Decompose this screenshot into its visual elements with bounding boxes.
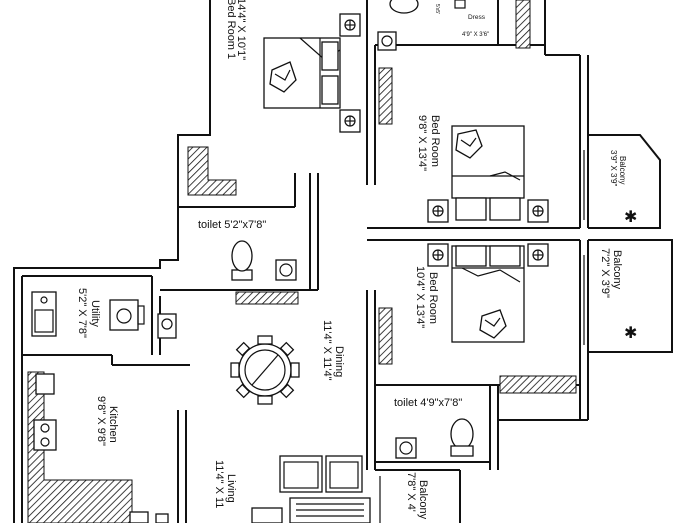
floor-drain-icon [377, 31, 397, 51]
counter-item [129, 511, 149, 523]
room-size: 7'8" X 4' [405, 472, 417, 512]
balcony-1: Balcony 3'9" X 3'9" ✱ [609, 150, 637, 226]
room-name: Living [225, 474, 237, 503]
coffee-table-icon [289, 497, 371, 523]
bed-room-1: Bed Room 1 14'4" X 10'1" [225, 0, 361, 133]
dim-note: 5'x5' [434, 4, 440, 14]
room-name: Kitchen [107, 406, 119, 443]
toilet-icon [389, 0, 419, 14]
room-name: Bed Room 1 [225, 0, 237, 59]
room-size: 11'4" X 11'4" [321, 320, 333, 381]
nightstand-icon [427, 199, 449, 223]
bed-icon [451, 125, 525, 221]
dress-shelf [454, 0, 466, 9]
room-size: 9'8" X 9'8" [95, 396, 107, 446]
toilet-2: toilet 4'9"x7'8" [394, 397, 474, 459]
toilet-icon [450, 418, 474, 457]
hatched-walls [27, 0, 577, 523]
room-size: 10'4" X 13'4" [414, 266, 426, 328]
room-name: Balcony [618, 156, 627, 184]
walls [13, 0, 673, 523]
room-name: Bed Room [427, 272, 439, 324]
nightstand-icon [339, 13, 361, 37]
armchair-icon [251, 507, 283, 523]
bed-icon [263, 37, 341, 109]
counter-item [155, 513, 169, 523]
room-size: 4'9" X 3'6" [462, 32, 489, 38]
room-name: Utility [89, 300, 101, 327]
washing-machine-icon [109, 299, 145, 331]
nightstand-icon [527, 199, 549, 223]
room-size: 5'2" X 7'8" [76, 288, 88, 338]
bed-icon [451, 245, 525, 343]
room-size: 7'2" X 3'9" [599, 248, 611, 298]
room-size: 3'9" X 3'9" [609, 150, 618, 186]
sofa-icon [279, 455, 363, 493]
room-size: 14'4" X 10'1" [235, 0, 247, 60]
room-name: Dress [468, 14, 486, 21]
nightstand-icon [427, 243, 449, 267]
kitchen: Kitchen 9'8" X 9'8" [33, 373, 169, 523]
living: Living 11'4" X 11 [213, 455, 371, 523]
stove-icon [33, 419, 57, 451]
floor-drain-icon [157, 313, 177, 339]
room-size: 9'8" X 13'4" [416, 115, 428, 171]
dining-table-icon [230, 335, 300, 405]
room-size: 11'4" X 11 [213, 460, 225, 508]
floor-drain-icon [275, 259, 297, 281]
room-name: Dining [333, 346, 345, 377]
room-label: toilet 5'2"x7'8" [198, 219, 266, 231]
fridge-icon [35, 373, 55, 395]
plant-icon: ✱ [624, 209, 637, 226]
nightstand-icon [339, 109, 361, 133]
utility: Utility 5'2" X 7'8" [31, 288, 145, 338]
room-label: toilet 4'9"x7'8" [394, 397, 462, 409]
room-name: Bed Room [429, 115, 441, 167]
bed-room-3: Bed Room 10'4" X 13'4" [414, 243, 549, 343]
plant-icon: ✱ [624, 325, 637, 342]
bed-room-2: Bed Room 9'8" X 13'4" [416, 115, 549, 223]
floor-drain-icon [395, 437, 417, 459]
balcony-2: Balcony 7'2" X 3'9" ✱ [599, 248, 637, 342]
nightstand-icon [527, 243, 549, 267]
toilet-1: toilet 5'2"x7'8" [198, 219, 297, 281]
dress-area: Dress 4'9" X 3'6" 5'x5' [377, 0, 489, 51]
room-name: Balcony [611, 250, 623, 290]
room-name: Balcony [417, 480, 429, 520]
sink-icon [31, 291, 57, 337]
balcony-3: Balcony 7'8" X 4' [405, 472, 429, 520]
toilet-icon [231, 240, 253, 281]
dining: Dining 11'4" X 11'4" [230, 320, 345, 405]
